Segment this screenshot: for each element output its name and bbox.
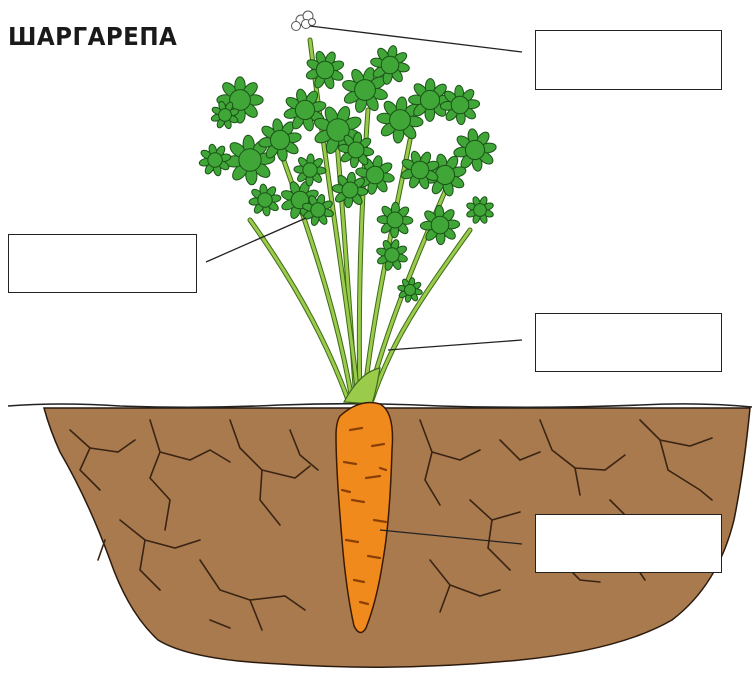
leaf-cluster (409, 79, 452, 122)
soil-crack (98, 540, 105, 560)
page-title: ШАРГАРЕПА (8, 22, 177, 51)
label-box-flower[interactable] (535, 30, 722, 90)
leaf-cluster (249, 184, 282, 217)
leaf-cluster (294, 154, 326, 186)
leaf-cluster (420, 205, 460, 245)
leaf-cluster (453, 128, 497, 172)
leaf-cluster (199, 144, 232, 177)
flower (292, 11, 316, 31)
leaf-cluster (376, 239, 409, 272)
leader-line-stem (388, 340, 522, 350)
leaf-cluster (377, 202, 413, 238)
label-box-stem[interactable] (535, 313, 722, 372)
leaf-cluster (466, 196, 495, 225)
label-box-root[interactable] (535, 514, 722, 573)
leader-line-flower (310, 26, 522, 52)
label-box-leaf[interactable] (8, 234, 197, 293)
leaf-cluster (440, 85, 480, 125)
